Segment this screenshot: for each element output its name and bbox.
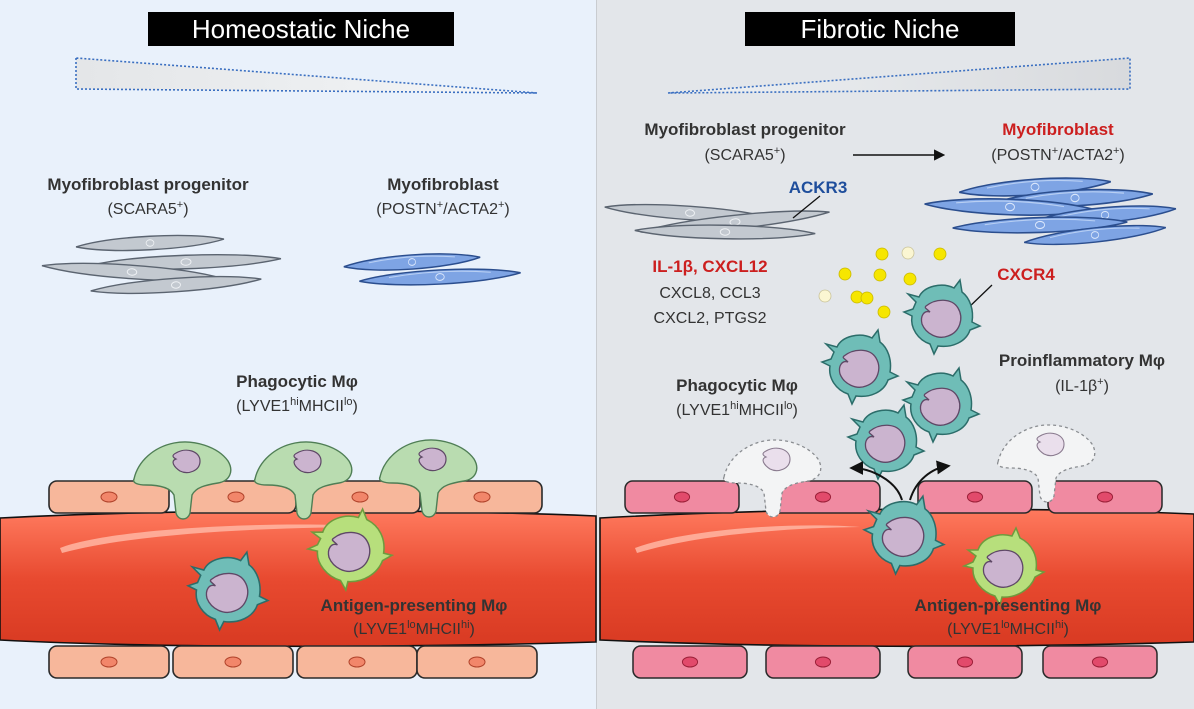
extravasation-arrow-right [909,460,951,501]
right-progenitor-marker: (SCARA5+) [704,145,785,164]
left-phagocytic-marker: (LYVE1hiMHCIIlo) [236,396,358,415]
right-proinflammatory-name: Proinflammatory Mφ [999,351,1165,370]
left-title-bar [148,12,454,46]
left-gradient-triangle [75,57,538,94]
right-myofibroblast-marker: (POSTN+/ACTA2+) [991,145,1124,164]
cytokine-label-red: IL-1β, CXCL12 [652,257,767,276]
left-panel-title: Homeostatic Niche [192,14,410,44]
left-myofibroblast-name: Myofibroblast [387,175,499,194]
left-antigen-marker: (LYVE1loMHCIIhi) [353,619,475,638]
left-myofibroblast-marker: (POSTN+/ACTA2+) [376,199,509,218]
right-phagocytic-name: Phagocytic Mφ [676,376,798,395]
cytokine-label-line2: CXCL8, CCL3 [659,285,760,302]
right-panel-title: Fibrotic Niche [801,14,960,44]
cytokine-label-line3: CXCL2, PTGS2 [654,310,767,327]
left-blood-vessel [0,510,597,648]
right-title-bar [745,12,1015,46]
right-gradient-triangle [667,57,1131,94]
right-progenitor-name: Myofibroblast progenitor [644,120,846,139]
right-phagocytic-marker: (LYVE1hiMHCIIlo) [676,400,798,419]
ackr3-pointer [792,195,821,219]
chemokine-particles [818,246,947,319]
right-antigen-marker: (LYVE1loMHCIIhi) [947,619,1069,638]
left-panel: Homeostatic Niche Myofibroblast progenit… [0,12,597,679]
ackr3-label: ACKR3 [789,178,848,197]
cxcr4-label: CXCR4 [997,265,1055,284]
extravasation-arrow-left [849,461,903,501]
left-phagocytic-name: Phagocytic Mφ [236,372,358,391]
right-antigen-name: Antigen-presenting Mφ [915,596,1102,615]
left-antigen-name: Antigen-presenting Mφ [321,596,508,615]
left-progenitor-marker: (SCARA5+) [107,199,188,218]
left-progenitor-name: Myofibroblast progenitor [47,175,249,194]
left-endothelium-bottom [48,645,538,679]
right-panel: Fibrotic Niche Myofibroblast progenitor … [599,12,1194,679]
right-proinflammatory-marker: (IL-1β+) [1055,376,1109,395]
right-myofibroblast-name: Myofibroblast [1002,120,1114,139]
left-phagocytic-macrophages [132,439,478,520]
